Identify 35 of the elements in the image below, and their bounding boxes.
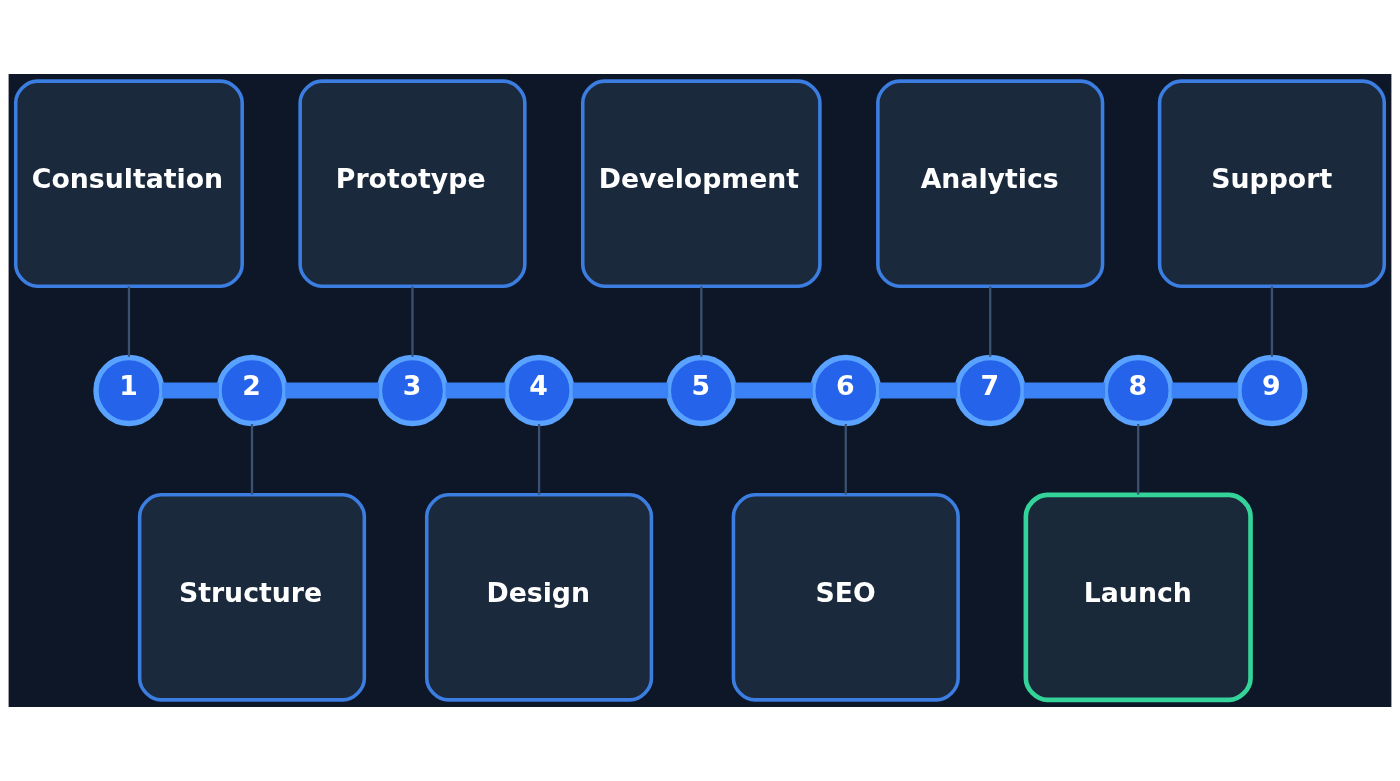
node-box: Structure [137, 493, 367, 702]
node-circle: 1 [93, 354, 165, 427]
node-circle: 4 [503, 354, 575, 427]
node-box: Launch [1023, 492, 1253, 703]
node-box: Prototype [298, 79, 527, 288]
node-box: Consultation [13, 79, 244, 288]
node-box: Design [424, 493, 654, 702]
connector [445, 382, 506, 399]
node-box: Development [580, 79, 822, 288]
connector [989, 286, 992, 357]
node-circle: 8 [1102, 354, 1174, 427]
node-box: SEO [731, 493, 960, 702]
connector [879, 382, 958, 399]
node-circle: 7 [954, 354, 1026, 427]
connector [411, 286, 414, 357]
connector [285, 382, 380, 399]
node-box: Support [1157, 79, 1387, 288]
connector [1270, 286, 1274, 357]
node-circle: 9 [1236, 354, 1308, 427]
connector [537, 424, 541, 495]
connector [734, 382, 813, 399]
connector [572, 382, 669, 399]
connector [127, 286, 131, 357]
connector [1023, 382, 1106, 399]
connector [844, 424, 847, 495]
node-circle: 3 [376, 354, 449, 427]
node-circle: 6 [810, 354, 882, 427]
connector [250, 424, 254, 495]
node-circle: 2 [216, 354, 288, 427]
node-box: Analytics [876, 79, 1105, 288]
connector [1171, 382, 1239, 399]
connector [162, 382, 219, 399]
connector [700, 286, 703, 357]
node-circle: 5 [665, 354, 737, 427]
connector [1137, 424, 1140, 495]
